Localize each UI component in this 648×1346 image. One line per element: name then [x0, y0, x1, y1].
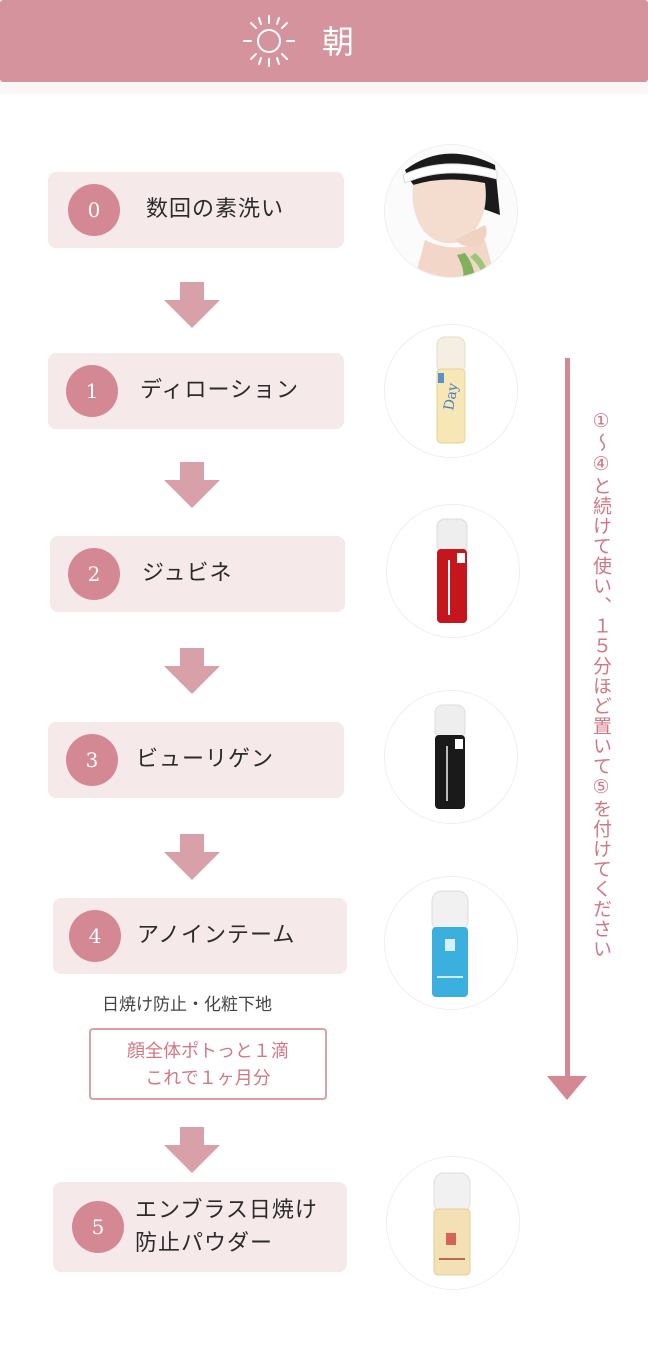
step-1-card: 1 ディローション: [48, 353, 344, 429]
step-label: 数回の素洗い: [146, 197, 285, 222]
callout-line-2: これで１ヶ月分: [145, 1068, 271, 1089]
step-label: ジュビネ: [142, 561, 233, 586]
header-shadow: [0, 82, 648, 94]
black-bottle-image: [384, 690, 518, 824]
down-arrowhead-icon: [547, 1076, 587, 1100]
section-header: 朝: [0, 0, 648, 82]
face-washing-photo: [384, 144, 518, 278]
header-title: 朝: [322, 23, 355, 61]
svg-text:Day: Day: [441, 382, 462, 412]
step-number-badge: 1: [66, 365, 118, 417]
side-instruction-text: ①〜④と続けて使い、１５分ほど置いて⑤を付けてください: [590, 410, 612, 959]
step-5-card: 5 エンブラス日焼け 防止パウダー: [53, 1182, 347, 1272]
day-lotion-bottle-image: Day: [384, 324, 518, 458]
step-number-badge: 0: [68, 184, 120, 236]
step-0-card: 0 数回の素洗い: [48, 172, 344, 248]
step-number-badge: 2: [68, 548, 120, 600]
step-number-badge: 5: [72, 1201, 124, 1253]
down-arrow-icon: [164, 834, 220, 880]
step-label: アノインテーム: [137, 923, 296, 948]
down-arrow-icon: [164, 462, 220, 508]
step-number-badge: 4: [69, 910, 121, 962]
step-4-note: 日焼け防止・化粧下地: [102, 995, 272, 1015]
step-number-badge: 3: [66, 734, 118, 786]
powder-bottle-image: [386, 1156, 520, 1290]
red-bottle-image: [386, 504, 520, 638]
sun-icon: [243, 15, 295, 67]
step-label-line-2: 防止パウダー: [135, 1231, 274, 1256]
step-label-line-1: エンブラス日焼け: [135, 1198, 318, 1223]
step-2-card: 2 ジュビネ: [50, 536, 345, 612]
timeline-line: [565, 358, 570, 1080]
step-4-card: 4 アノインテーム: [53, 898, 347, 974]
step-label: ビューリゲン: [136, 747, 275, 772]
down-arrow-icon: [164, 1127, 220, 1173]
step-label: ディローション: [140, 378, 300, 403]
callout-line-1: 顔全体ポトっと１滴: [127, 1041, 289, 1062]
down-arrow-icon: [164, 648, 220, 694]
down-arrow-icon: [164, 282, 220, 328]
blue-bottle-image: [384, 876, 518, 1010]
step-3-card: 3 ビューリゲン: [48, 722, 344, 798]
usage-callout-box: 顔全体ポトっと１滴 これで１ヶ月分: [89, 1028, 327, 1100]
